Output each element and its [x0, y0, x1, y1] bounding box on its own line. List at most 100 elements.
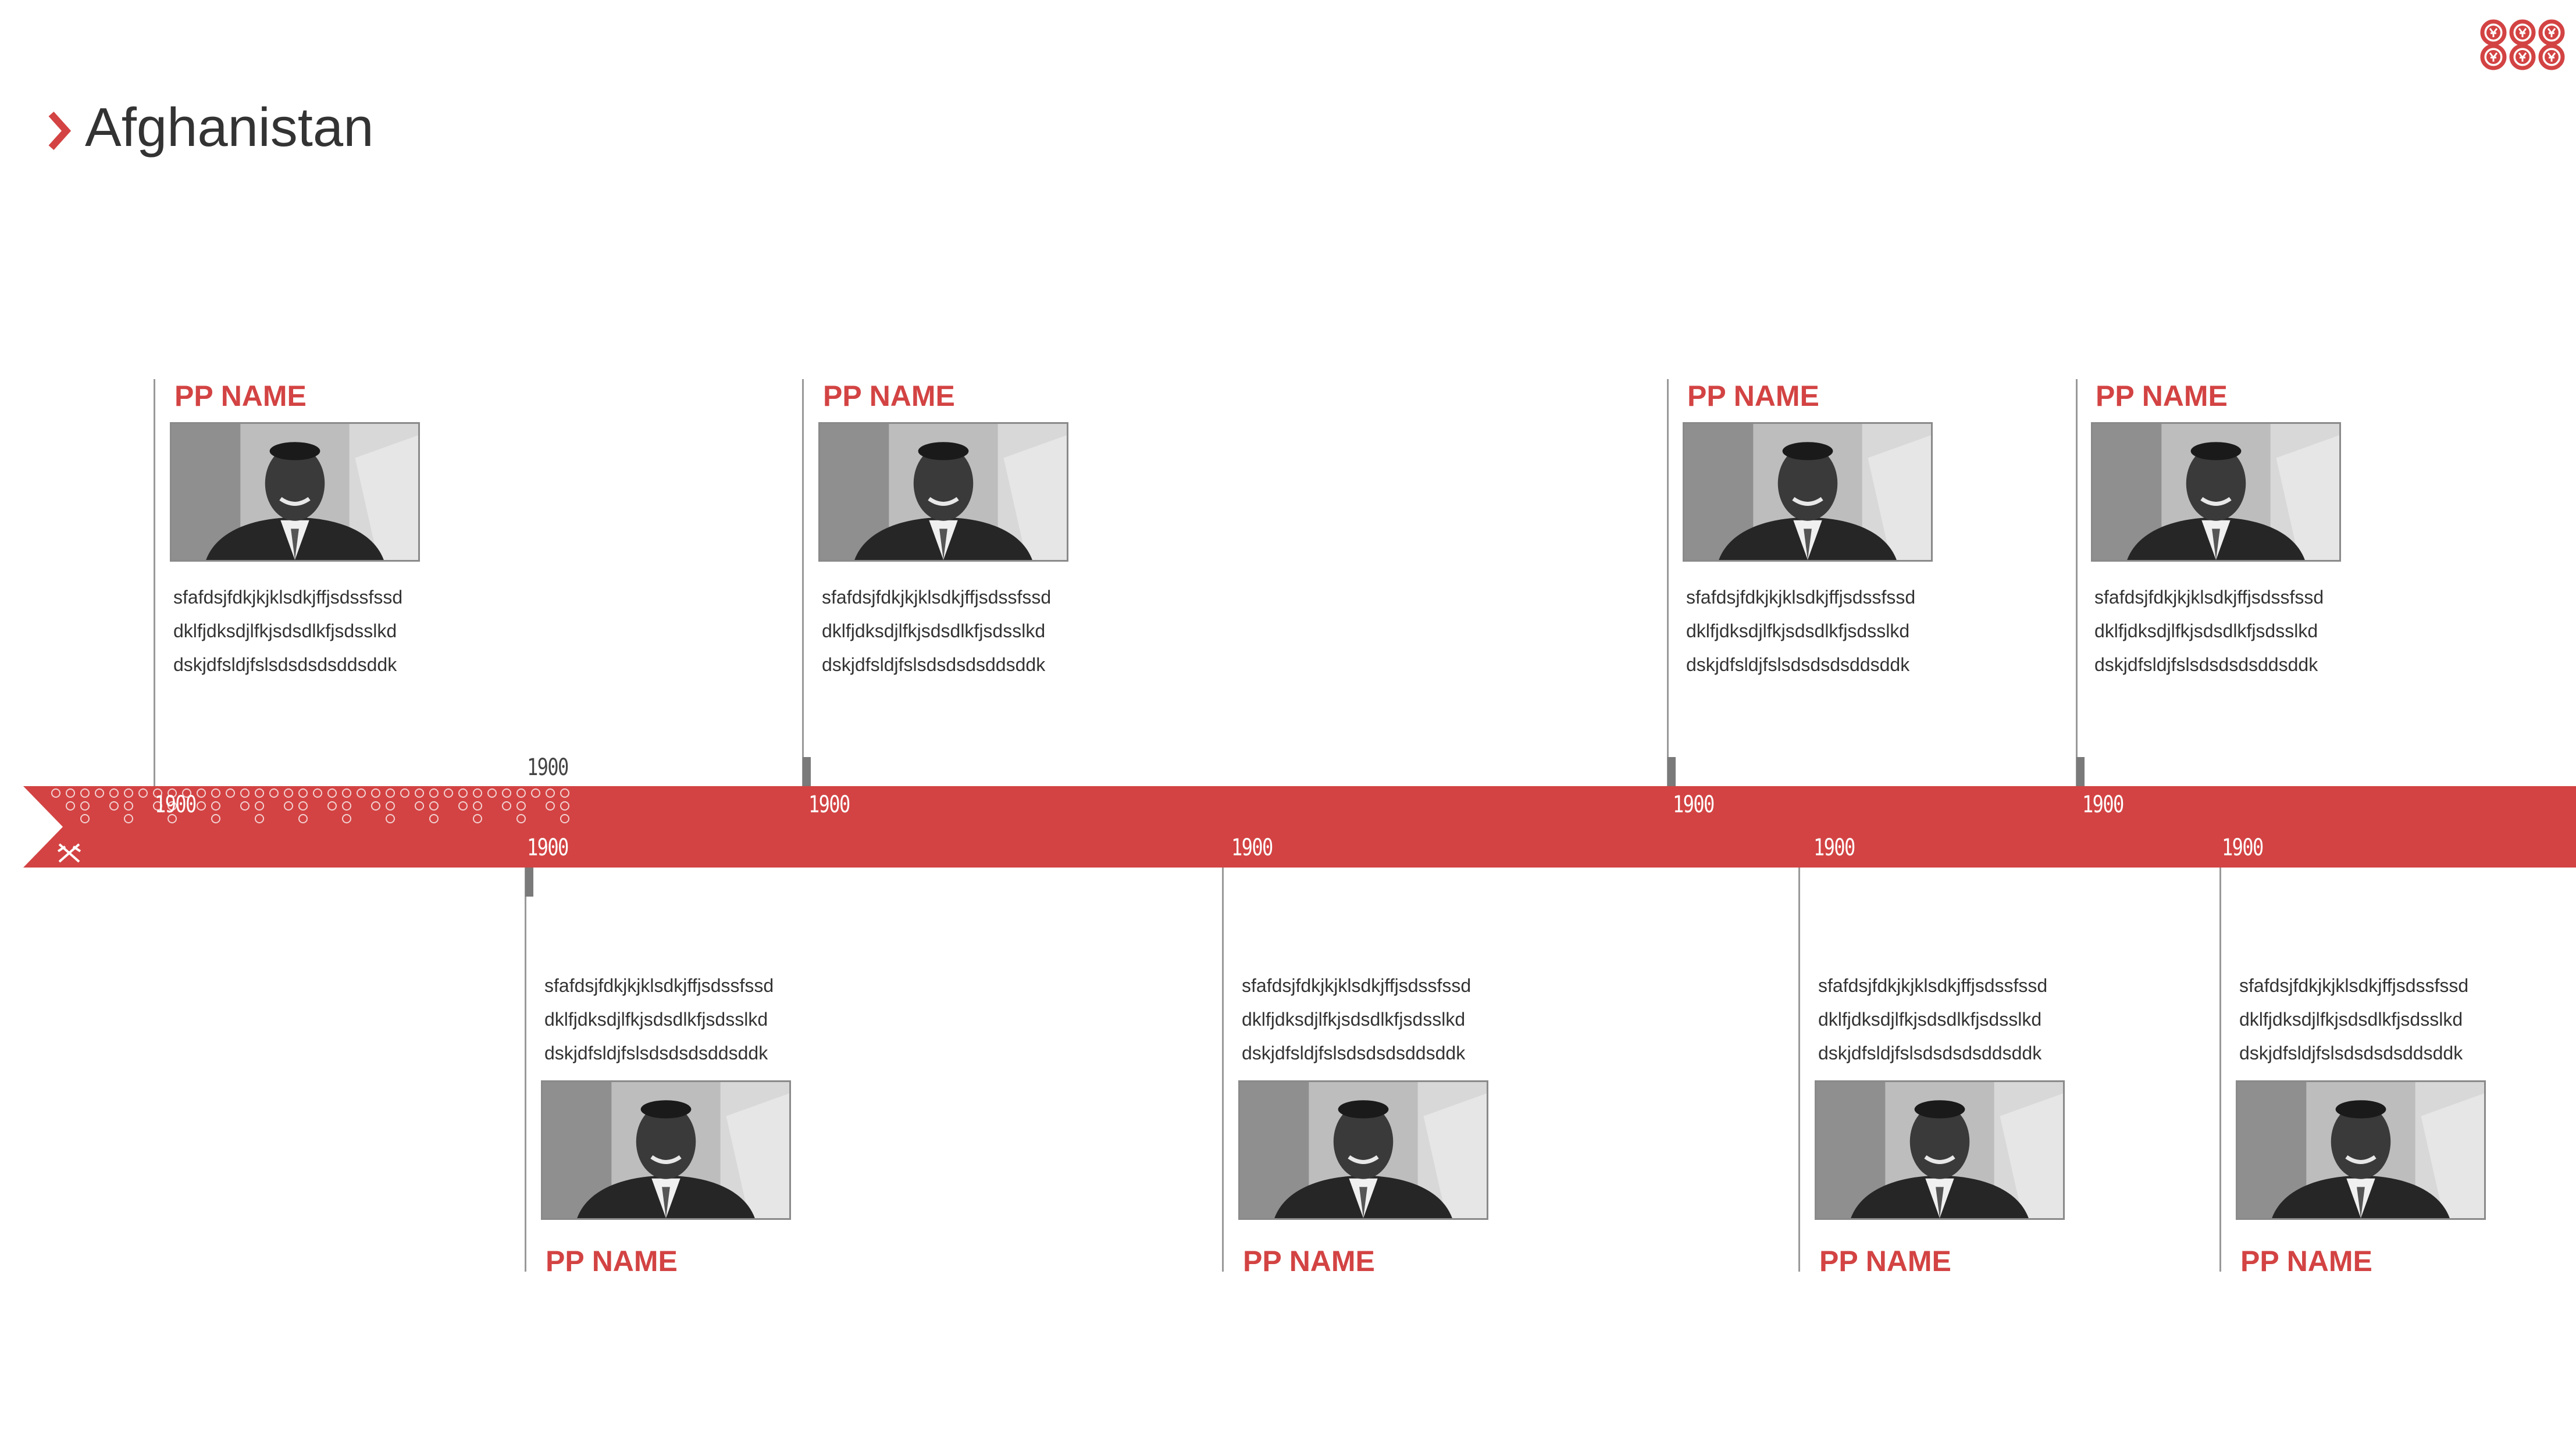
entry-description-line: sfafdsjfdkjkjklsdkjffjsdssfssd [544, 975, 774, 996]
year-label: 1900 [1813, 834, 1855, 861]
portrait-photo [1683, 422, 1933, 562]
coin-dot [429, 801, 439, 811]
coin-dot [502, 801, 511, 811]
connector-line [2076, 379, 2078, 786]
coin-dot [182, 788, 191, 798]
timeline-tick [1668, 757, 1676, 786]
coin-dot [298, 801, 308, 811]
page-title: Afghanistan [85, 97, 374, 158]
coin-dot [80, 788, 90, 798]
entry-name: PP NAME [1243, 1245, 1375, 1277]
entry-description-line: sfafdsjfdkjkjklsdkjffjsdssfssd [2094, 587, 2324, 608]
connector-line [525, 868, 526, 1272]
year-label: 1900 [808, 791, 850, 818]
entry-description-line: dklfjdksdjlfkjsdsdlkfjsdsslkd [173, 620, 397, 641]
coin-dot [342, 788, 351, 798]
coin-dot [255, 788, 264, 798]
coin-dot [255, 814, 264, 823]
coin-dot [357, 788, 366, 798]
coin-dot [546, 801, 555, 811]
coin-dot [153, 788, 162, 798]
coin-dot [516, 801, 526, 811]
coin-dot [66, 788, 75, 798]
connector-line [2219, 868, 2221, 1272]
coin-dot [66, 801, 75, 811]
coin-dot [458, 801, 468, 811]
coin-dot [197, 801, 206, 811]
coin-dot [560, 801, 569, 811]
coin-dot [80, 801, 90, 811]
coin-dot [240, 788, 250, 798]
coin-dot [269, 788, 279, 798]
timeline-tick [2076, 757, 2085, 786]
coin-dot [109, 788, 119, 798]
coin-dot [255, 801, 264, 811]
chevron-right-icon [48, 111, 71, 151]
coin-dot [458, 788, 468, 798]
yen-coins-logo-icon [2480, 19, 2565, 70]
coin-dot [138, 788, 148, 798]
entry-description-line: sfafdsjfdkjkjklsdkjffjsdssfssd [1818, 975, 2048, 996]
connector-line [802, 379, 804, 786]
entry-name: PP NAME [2240, 1245, 2372, 1277]
entry-description-line: sfafdsjfdkjkjklsdkjffjsdssfssd [822, 587, 1052, 608]
entry-name: PP NAME [174, 380, 307, 412]
entry-description-line: dskjdfsldjfslsdsdsdsddsddk [2239, 1043, 2463, 1063]
entry-name: PP NAME [1819, 1245, 1951, 1277]
entry-description-line: sfafdsjfdkjkjklsdkjffjsdssfssd [173, 587, 403, 608]
portrait-photo [2236, 1080, 2486, 1220]
year-label: 1900 [1673, 791, 1715, 818]
portrait-photo [541, 1080, 791, 1220]
year-label: 1900 [527, 834, 569, 861]
entry-name: PP NAME [2096, 380, 2228, 412]
coin-dot [109, 801, 119, 811]
coin-dot [473, 788, 482, 798]
timeline-tick [525, 868, 533, 897]
coin-dot [284, 788, 293, 798]
coin-dot [473, 814, 482, 823]
year-label: 1900 [2222, 834, 2264, 861]
entry-description-line: dskjdfsldjfslsdsdsdsddsddk [1686, 654, 1910, 675]
coin-dot [124, 814, 133, 823]
coin-dot [327, 788, 337, 798]
coin-dot [386, 801, 395, 811]
entry-name: PP NAME [1687, 380, 1819, 412]
coin-dot [400, 788, 409, 798]
coin-dot [516, 814, 526, 823]
coin-dot [211, 788, 220, 798]
coin-dot [284, 801, 293, 811]
coin-dot [386, 814, 395, 823]
coin-dot [313, 788, 322, 798]
timeline-tick [803, 757, 811, 786]
coin-dot [429, 788, 439, 798]
portrait-photo [1238, 1080, 1488, 1220]
coin-dot [80, 814, 90, 823]
connector-line [1798, 868, 1800, 1272]
entry-description-line: dklfjdksdjlfkjsdsdlkfjsdsslkd [544, 1009, 768, 1030]
entry-description-line: dskjdfsldjfslsdsdsdsddsddk [544, 1043, 768, 1063]
coin-dot [153, 801, 162, 811]
portrait-photo [2091, 422, 2341, 562]
connector-line [154, 379, 155, 786]
coin-dot [487, 788, 497, 798]
coin-dot [342, 801, 351, 811]
year-label: 1900 [2082, 791, 2124, 818]
coin-dot [51, 788, 60, 798]
coin-dot [124, 788, 133, 798]
connector-line [1222, 868, 1224, 1272]
entry-description-line: dklfjdksdjlfkjsdsdlkfjsdsslkd [2094, 620, 2318, 641]
entry-description-line: dskjdfsldjfslsdsdsdsddsddk [822, 654, 1046, 675]
entry-description-line: sfafdsjfdkjkjklsdkjffjsdssfssd [1686, 587, 1916, 608]
coin-dot [298, 814, 308, 823]
coin-dot [327, 801, 337, 811]
coin-dot [197, 788, 206, 798]
coin-dot [560, 814, 569, 823]
coin-dot [124, 801, 133, 811]
coin-pattern-decoration [51, 788, 569, 823]
crossed-swords-icon [57, 843, 81, 863]
coin-dot [386, 788, 395, 798]
entry-description-line: dklfjdksdjlfkjsdsdlkfjsdsslkd [822, 620, 1046, 641]
coin-dot [240, 801, 250, 811]
coin-dot [298, 788, 308, 798]
coin-dot [211, 801, 220, 811]
